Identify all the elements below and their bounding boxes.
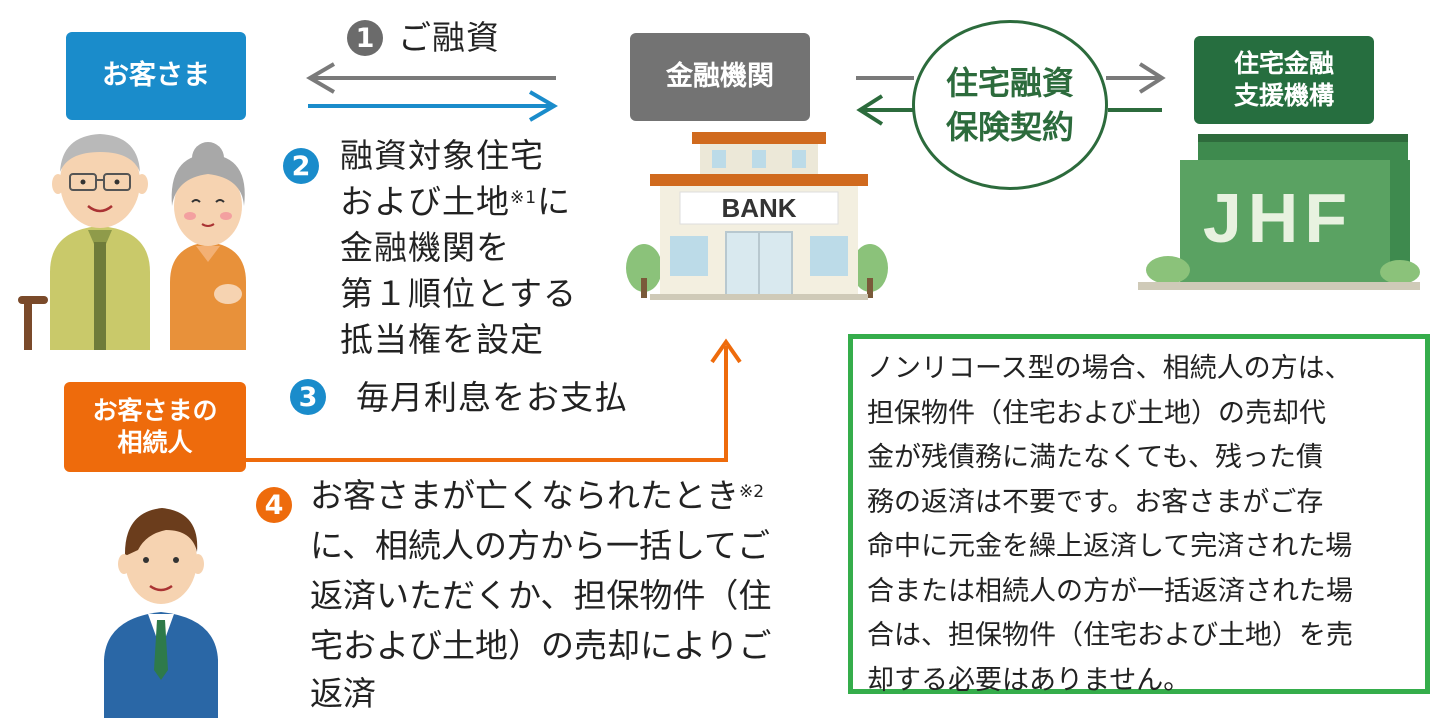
step2-line4: 第１順位とする — [340, 274, 578, 313]
jhf-label: 住宅金融 支援機構 — [1194, 36, 1374, 124]
jhf-building-illustration: JHF — [1138, 134, 1420, 290]
step4-line3: 返済いただくか、担保物件（住 — [310, 576, 772, 615]
step4-line4: 宅および土地）の売却によりご — [310, 626, 772, 665]
customer-label: お客さま — [66, 32, 246, 120]
step4-number: 4 — [256, 487, 292, 523]
step3-text: 毎月利息をお支払 — [356, 378, 628, 417]
heir-label: お客さまの 相続人 — [64, 382, 246, 472]
step3-number: 3 — [290, 379, 326, 415]
repayment-arrow — [246, 338, 742, 462]
non-recourse-note: ノンリコース型の場合、相続人の方は、 担保物件（住宅および土地）の売却代 金が残… — [848, 334, 1430, 696]
mortgage-arrow — [308, 90, 558, 122]
insurance-contract-ellipse: 住宅融資 保険契約 — [912, 20, 1108, 190]
note-line: 命中に元金を繰上返済して完済された場 — [867, 531, 1353, 562]
jhf-sign: JHF — [1203, 179, 1353, 257]
step2-line3: 金融機関を — [340, 228, 510, 267]
jhf-to-bank-arrow — [856, 94, 1162, 126]
heir-illustration — [104, 508, 218, 718]
bank-sign: BANK — [721, 193, 796, 223]
bank-to-jhf-arrow — [856, 62, 1166, 94]
step4-line2: に、相続人の方から一括してご — [310, 526, 771, 565]
note-line: 金が残債務に満たなくても、残った債 — [867, 442, 1324, 473]
step2-number: 2 — [283, 148, 319, 184]
loan-arrow — [306, 62, 556, 94]
note-line: 合または相続人の方が一括返済された場 — [867, 575, 1353, 607]
note-line: 却する必要はありません。 — [867, 664, 1191, 696]
note-line: ノンリコース型の場合、相続人の方は、 — [867, 353, 1352, 384]
note-line: 務の返済は不要です。お客さまがご存 — [867, 486, 1324, 518]
step4-line5: 返済 — [310, 674, 376, 713]
elderly-couple-illustration — [18, 134, 246, 350]
step2-line2: および土地※1に — [340, 182, 572, 221]
step4-line1: お客さまが亡くなられたとき※2 — [310, 476, 765, 515]
note-line: 担保物件（住宅および土地）の売却代 — [867, 397, 1326, 429]
step2-line5: 抵当権を設定 — [340, 320, 544, 359]
bank-label: 金融機関 — [630, 33, 810, 121]
bank-building-illustration: BANK — [626, 132, 888, 300]
step2-line1: 融資対象住宅 — [340, 136, 544, 175]
step1-text: ご融資 — [398, 18, 500, 57]
step1-number: 1 — [347, 20, 383, 56]
note-line: 合は、担保物件（住宅および土地）を売 — [867, 620, 1353, 651]
